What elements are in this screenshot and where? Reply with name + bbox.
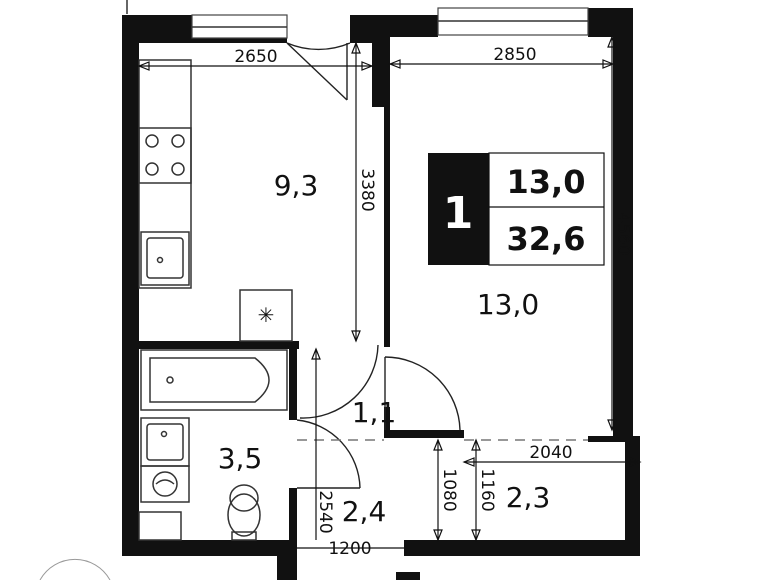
corridor-depth-dimension: 1080 [439,468,459,511]
balcony-width-dimension: 2040 [529,443,572,463]
living-area-label: 13,0 [477,288,539,321]
balcony-depth-dimension: 1160 [477,468,497,511]
kitchen-width-dimension: 2650 [234,47,277,67]
kitchen-length-dimension: 3380 [357,168,377,211]
apartment-info-badge: 1 13,0 32,6 [428,152,605,266]
doors [286,42,461,489]
total-area-value: 32,6 [507,220,586,258]
bathroom-area-label: 3,5 [218,442,263,475]
svg-text:✳: ✳ [258,303,275,327]
hall-area-label: 1,1 [352,396,397,429]
corridor-area-label: 2,4 [342,495,387,528]
rooms-count-box [428,153,489,265]
rooms-count: 1 [443,188,474,239]
kitchen-area-label: 9,3 [274,169,319,202]
living-length-dimension: 4560 [613,212,633,255]
bathroom-length-dimension: 2540 [315,490,335,533]
walls [122,8,640,580]
balcony-area-label: 2,3 [506,481,551,514]
dimension-lines [137,35,642,549]
living-area-value: 13,0 [507,163,586,201]
kitchen-fixtures: ✳ [138,59,293,342]
living-width-dimension: 2850 [493,45,536,65]
entry-width-dimension: 1200 [328,539,371,559]
windows [126,0,589,39]
bathroom-fixtures [140,349,288,541]
compass-arc [39,558,111,580]
